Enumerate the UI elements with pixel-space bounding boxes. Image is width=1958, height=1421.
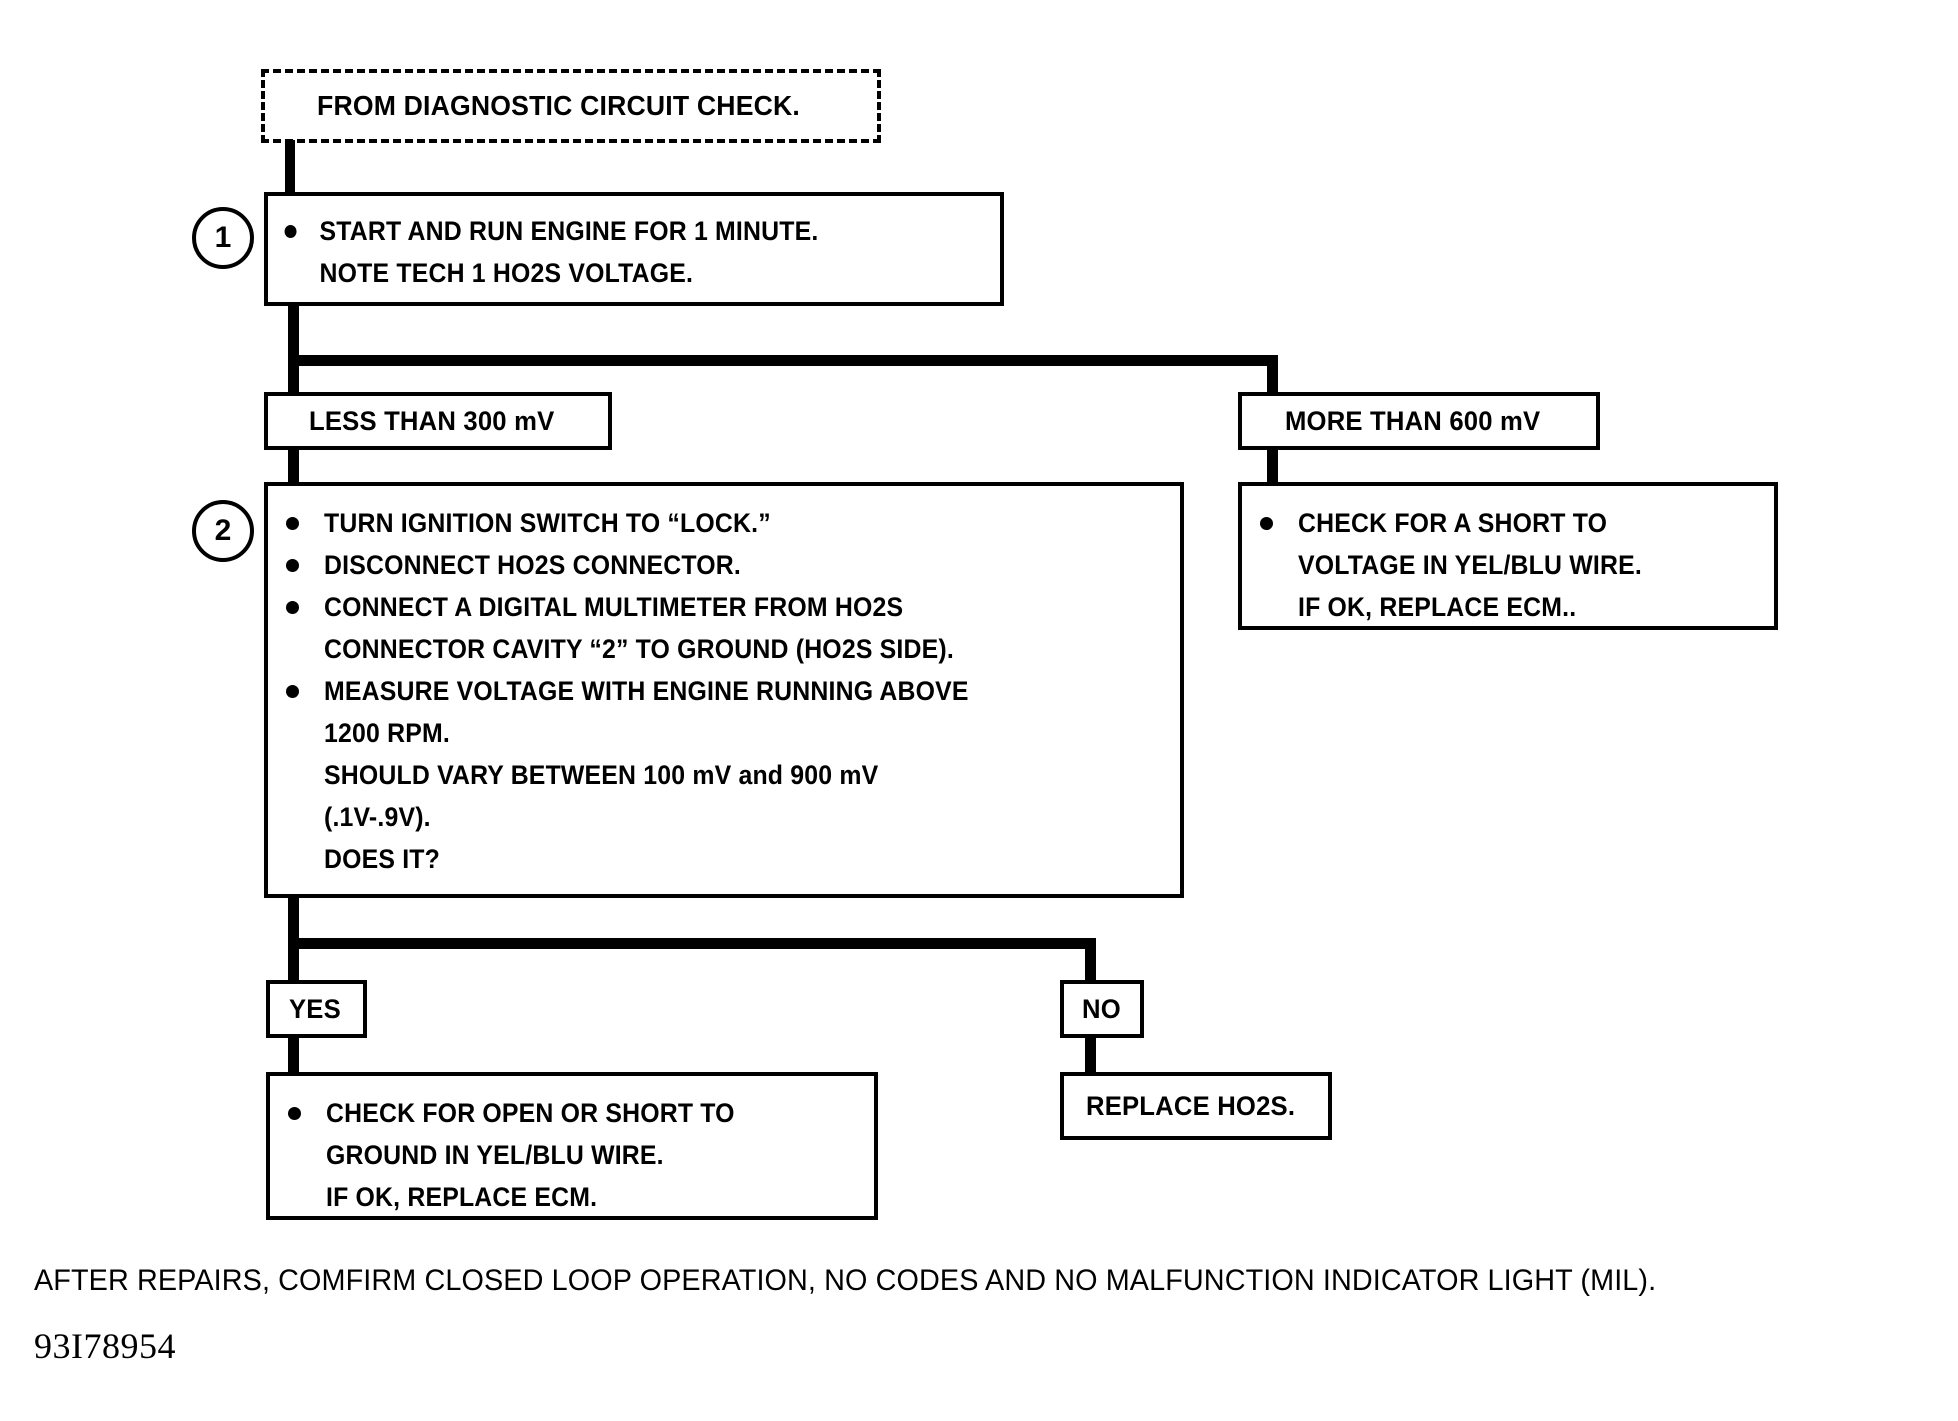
right-action-line-3: IF OK, REPLACE ECM..: [1298, 592, 1577, 622]
list-item: CHECK FOR OPEN OR SHORT TO GROUND IN YEL…: [270, 1092, 874, 1218]
branch-less-than-300mv-label: LESS THAN 300 mV: [308, 406, 555, 436]
entry-label: FROM DIAGNOSTIC CIRCUIT CHECK.: [316, 90, 800, 121]
branch-less-than-300mv: LESS THAN 300 mV: [264, 392, 612, 450]
right-action-line-2: VOLTAGE IN YEL/BLU WIRE.: [1298, 550, 1642, 580]
step-2-bullet-list: TURN IGNITION SWITCH TO “LOCK.” DISCONNE…: [268, 502, 1180, 880]
connector-to-yes: [288, 938, 299, 982]
connector-yes-to-action: [288, 1036, 299, 1080]
step-2-bullet-4-cont-1: 1200 RPM.: [324, 718, 450, 748]
connector-no-to-action: [1085, 1036, 1096, 1080]
step-1-number-label: 1: [214, 221, 232, 254]
step-1-text-1: START AND RUN ENGINE FOR 1 MINUTE.: [319, 216, 819, 246]
step-2-bullet-4-cont-2: SHOULD VARY BETWEEN 100 mV and 900 mV: [324, 760, 879, 790]
bullet-icon: [284, 225, 297, 238]
step-1-line-1: START AND RUN ENGINE FOR 1 MINUTE.: [268, 210, 941, 252]
step-2-bullet-3-cont-1: CONNECTOR CAVITY “2” TO GROUND (HO2S SID…: [324, 634, 954, 664]
connector-entry-to-step1: [285, 140, 295, 195]
yes-action-bullet-list: CHECK FOR OPEN OR SHORT TO GROUND IN YEL…: [270, 1092, 874, 1218]
step-2-number: 2: [192, 500, 254, 562]
connector-less-than-to-step2: [288, 448, 299, 490]
figure-id: 93I78954: [34, 1326, 176, 1366]
step-2-bullet-1: TURN IGNITION SWITCH TO “LOCK.”: [324, 508, 771, 538]
list-item: CONNECT A DIGITAL MULTIMETER FROM HO2S C…: [268, 586, 1180, 670]
right-action-box: CHECK FOR A SHORT TO VOLTAGE IN YEL/BLU …: [1238, 482, 1778, 630]
branch-more-than-600mv: MORE THAN 600 mV: [1238, 392, 1600, 450]
bullet-icon: [288, 1107, 301, 1120]
list-item: DISCONNECT HO2S CONNECTOR.: [268, 544, 1180, 586]
connector-step2-horizontal: [288, 938, 1096, 949]
bullet-icon: [286, 601, 299, 614]
step-2-bullet-4: MEASURE VOLTAGE WITH ENGINE RUNNING ABOV…: [324, 676, 969, 706]
yes-action-line-3: IF OK, REPLACE ECM.: [326, 1182, 598, 1212]
step-1-line-2: NOTE TECH 1 HO2S VOLTAGE.: [268, 252, 941, 294]
branch-no: NO: [1060, 980, 1144, 1038]
branch-no-label: NO: [1081, 994, 1121, 1024]
no-action-box: REPLACE HO2S.: [1060, 1072, 1332, 1140]
bullet-icon: [286, 685, 299, 698]
step-2-box: TURN IGNITION SWITCH TO “LOCK.” DISCONNE…: [264, 482, 1184, 898]
step-1-text-2: NOTE TECH 1 HO2S VOLTAGE.: [319, 258, 694, 288]
connector-step1-horizontal: [288, 355, 1278, 366]
right-action-line-1: CHECK FOR A SHORT TO: [1298, 508, 1608, 538]
connector-to-no: [1085, 938, 1096, 982]
entry-box: FROM DIAGNOSTIC CIRCUIT CHECK.: [261, 69, 881, 143]
footer-note: AFTER REPAIRS, COMFIRM CLOSED LOOP OPERA…: [34, 1264, 1657, 1297]
branch-more-than-600mv-label: MORE THAN 600 mV: [1284, 406, 1540, 436]
right-action-bullet-list: CHECK FOR A SHORT TO VOLTAGE IN YEL/BLU …: [1242, 502, 1774, 628]
step-2-bullet-2: DISCONNECT HO2S CONNECTOR.: [324, 550, 741, 580]
connector-to-less-than: [288, 355, 299, 393]
step-2-number-label: 2: [214, 514, 232, 547]
step-1-number: 1: [192, 207, 254, 269]
connector-more-than-to-right-action: [1267, 448, 1278, 490]
bullet-icon: [286, 559, 299, 572]
connector-to-more-than: [1267, 355, 1278, 393]
bullet-icon: [1260, 517, 1273, 530]
branch-yes-label: YES: [289, 994, 342, 1024]
yes-action-line-2: GROUND IN YEL/BLU WIRE.: [326, 1140, 664, 1170]
branch-yes: YES: [266, 980, 367, 1038]
list-item: TURN IGNITION SWITCH TO “LOCK.”: [268, 502, 1180, 544]
connector-step2-down: [288, 898, 299, 950]
yes-action-line-1: CHECK FOR OPEN OR SHORT TO: [326, 1098, 735, 1128]
step-1-box: START AND RUN ENGINE FOR 1 MINUTE. NOTE …: [264, 192, 1004, 306]
no-action-label: REPLACE HO2S.: [1085, 1091, 1296, 1121]
yes-action-box: CHECK FOR OPEN OR SHORT TO GROUND IN YEL…: [266, 1072, 878, 1220]
list-item: MEASURE VOLTAGE WITH ENGINE RUNNING ABOV…: [268, 670, 1180, 880]
step-2-question: DOES IT?: [324, 844, 441, 874]
step-2-bullet-4-cont-3: (.1V-.9V).: [324, 802, 431, 832]
bullet-icon: [286, 517, 299, 530]
list-item: CHECK FOR A SHORT TO VOLTAGE IN YEL/BLU …: [1242, 502, 1774, 628]
step-2-bullet-3: CONNECT A DIGITAL MULTIMETER FROM HO2S: [324, 592, 904, 622]
connector-step1-down: [288, 306, 299, 362]
